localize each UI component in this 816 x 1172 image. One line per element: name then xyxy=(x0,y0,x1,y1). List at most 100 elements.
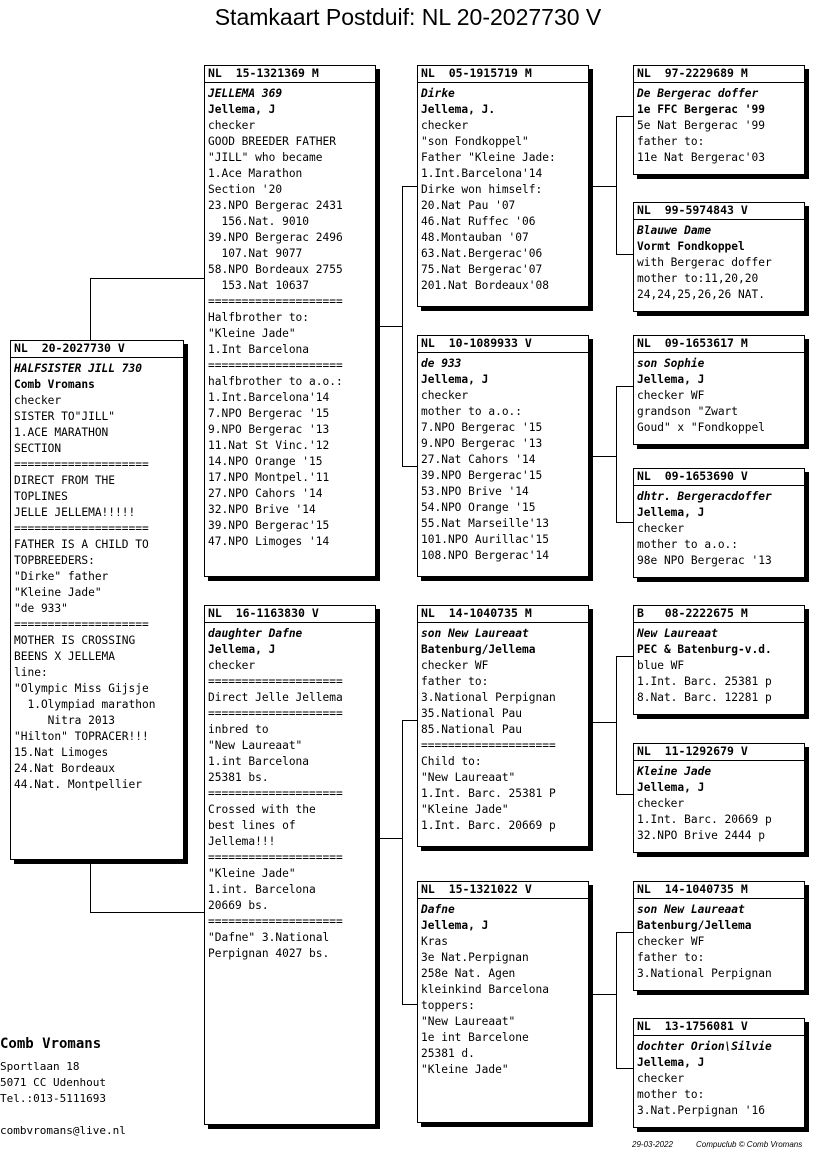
pigeon-name: Blauwe Dame xyxy=(637,224,712,237)
connector-line xyxy=(402,1004,418,1005)
connector-line xyxy=(616,656,634,657)
pedigree-line: 63.Nat.Bergerac'06 xyxy=(421,247,543,260)
connector-line xyxy=(592,456,616,457)
pedigree-line: 1.Int. Barc. 25381 p xyxy=(637,675,772,688)
connector-line xyxy=(616,386,617,522)
pigeon-name: New Laureaat xyxy=(637,627,718,640)
pedigree-line: 5e Nat Bergerac '99 xyxy=(637,119,765,132)
connector-line xyxy=(402,720,418,721)
pedigree-line: Nitra 2013 xyxy=(14,714,116,727)
pedigree-line: mother to a.o.: xyxy=(637,538,739,551)
pedigree-line: 85.National Pau xyxy=(421,723,523,736)
pigeon-name: Dafne xyxy=(421,903,455,916)
pedigree-line: 107.Nat 9077 xyxy=(208,247,303,260)
ring-number: NL 05-1915719 M xyxy=(418,66,588,83)
owner-city: 5071 CC Udenhout xyxy=(0,1076,106,1089)
connector-line xyxy=(90,278,204,279)
pedigree-line: 27.Nat Cahors '14 xyxy=(421,453,536,466)
pedigree-line: checker WF xyxy=(637,389,705,402)
ring-number: NL 14-1040735 M xyxy=(634,882,804,899)
pedigree-line: 108.NPO Bergerac'14 xyxy=(421,549,549,562)
pedigree-line: "New Laureaat" xyxy=(208,739,303,752)
pedigree-line: blue WF xyxy=(637,659,685,672)
pedigree-line: ==================== xyxy=(208,787,343,800)
pigeon-name: daughter Dafne xyxy=(208,627,303,640)
pigeon-name: son Sophie xyxy=(637,357,705,370)
connector-line xyxy=(616,116,634,117)
breeder-name: Jellema, J xyxy=(637,506,705,519)
breeder-name: Batenburg/Jellema xyxy=(421,643,536,656)
pedigree-line: 1e int Barcelone xyxy=(421,1031,529,1044)
ring-number: NL 13-1756081 V xyxy=(634,1019,804,1036)
connector-line xyxy=(90,858,91,912)
ring-number: NL 20-2027730 V xyxy=(11,341,183,358)
pedigree-line: Jellema!!! xyxy=(208,835,276,848)
breeder-name: Jellema, J xyxy=(208,643,276,656)
connector-line xyxy=(616,794,634,795)
pedigree-line: 32.NPO Brive 2444 p xyxy=(637,829,765,842)
connector-line xyxy=(616,386,634,387)
pedigree-line: "New Laureaat" xyxy=(421,1015,516,1028)
pedigree-line: 7.NPO Bergerac '15 xyxy=(208,407,330,420)
pedigree-line: FATHER IS A CHILD TO xyxy=(14,538,149,551)
connector-line xyxy=(592,186,616,187)
breeder-name: Jellema, J xyxy=(637,373,705,386)
breeder-name: Jellema, J xyxy=(637,781,705,794)
pedigree-line: "Kleine Jade" xyxy=(421,803,509,816)
pedigree-line: 27.NPO Cahors '14 xyxy=(208,487,323,500)
connector-line xyxy=(616,932,617,1068)
pedigree-line: 47.NPO Limoges '14 xyxy=(208,535,330,548)
pedigree-line: checker xyxy=(637,522,685,535)
pigeon-name: son New Laureaat xyxy=(637,903,745,916)
pedigree-line: TOPLINES xyxy=(14,490,68,503)
breeder-name: Jellema, J xyxy=(421,373,489,386)
connector-line xyxy=(616,932,634,933)
pedigree-line: Section '20 xyxy=(208,183,283,196)
connector-line xyxy=(402,186,403,466)
pedigree-line: "Kleine Jade" xyxy=(421,1063,509,1076)
pedigree-line: 11.Nat St Vinc.'12 xyxy=(208,439,330,452)
pedigree-line: TOPBREEDERS: xyxy=(14,554,95,567)
connector-line xyxy=(592,994,616,995)
owner-email: combvromans@live.nl xyxy=(0,1124,126,1137)
pedigree-line: ==================== xyxy=(208,851,343,864)
pedigree-line: 20.Nat Pau '07 xyxy=(421,199,516,212)
pedigree-line: "Dafne" 3.National xyxy=(208,931,330,944)
pedigree-line: 75.Nat Bergerac'07 xyxy=(421,263,543,276)
pedigree-line: "Kleine Jade" xyxy=(208,867,296,880)
connector-line xyxy=(616,656,617,794)
pigeon-name: dochter Orion\Silvie xyxy=(637,1040,772,1053)
pigeon-name: Dirke xyxy=(421,87,455,100)
pedigree-line: 55.Nat Marseille'13 xyxy=(421,517,549,530)
pedigree-line: grandson "Zwart xyxy=(637,405,739,418)
pedigree-line: 1.Int Barcelona xyxy=(208,343,310,356)
pedigree-line: mother to: xyxy=(637,1088,705,1101)
pedigree-line: "de 933" xyxy=(14,602,68,615)
pedigree-line: 35.National Pau xyxy=(421,707,523,720)
owner-phone: Tel.:013-5111693 xyxy=(0,1092,106,1105)
connector-line xyxy=(90,278,91,340)
ring-number: NL 10-1089933 V xyxy=(418,336,588,353)
pedigree-line: 46.Nat Ruffec '06 xyxy=(421,215,536,228)
pedigree-line: 14.NPO Orange '15 xyxy=(208,455,323,468)
connector-line xyxy=(90,912,204,913)
breeder-name: Comb Vromans xyxy=(14,378,95,391)
pedigree-line: 54.NPO Orange '15 xyxy=(421,501,536,514)
pedigree-line: "Dirke" father xyxy=(14,570,109,583)
breeder-name: Batenburg/Jellema xyxy=(637,919,752,932)
pedigree-line: Perpignan 4027 bs. xyxy=(208,947,330,960)
pedigree-line: ==================== xyxy=(208,915,343,928)
